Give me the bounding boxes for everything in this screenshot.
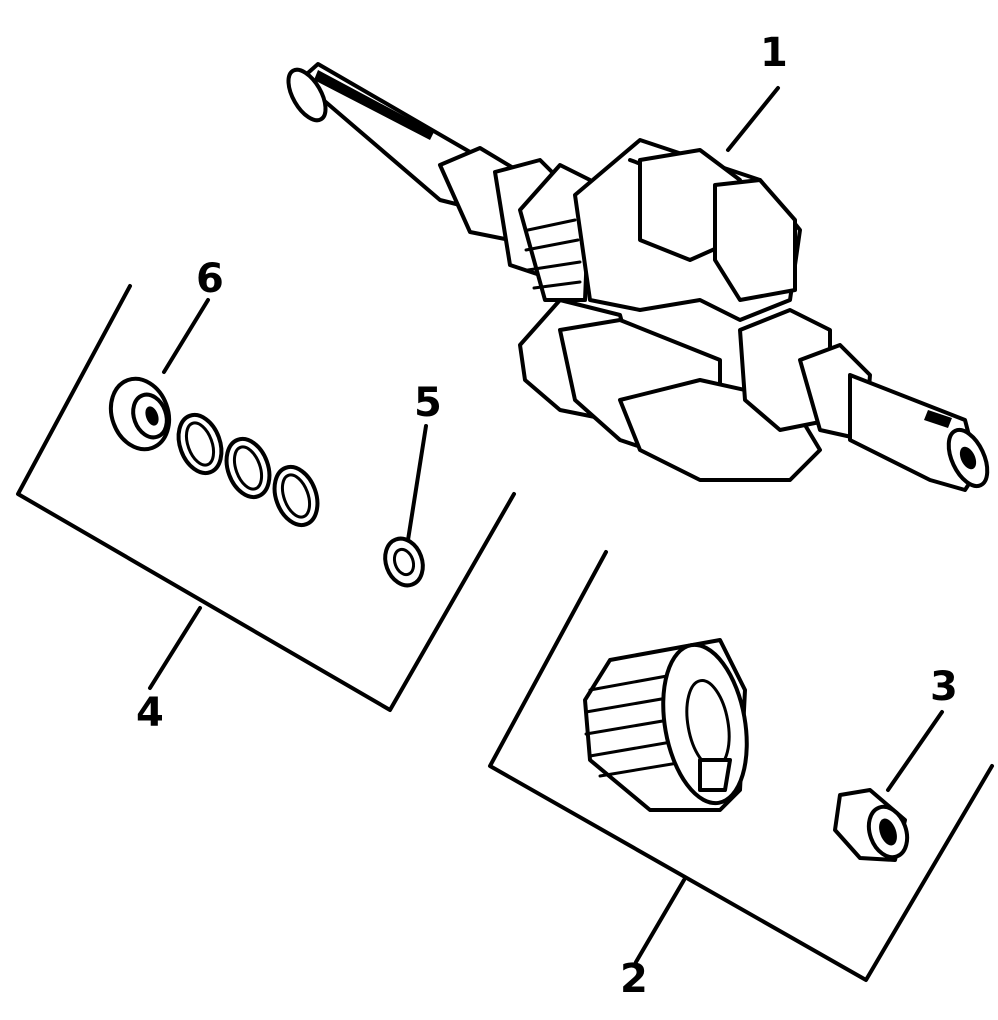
leader-5 (406, 424, 428, 542)
callout-6: 6 (196, 256, 224, 302)
kit-2-bracket (488, 550, 994, 982)
leader-6 (162, 298, 210, 374)
keyway-slot (314, 70, 434, 140)
callout-1: 1 (760, 30, 788, 76)
retaining-ring-5 (383, 536, 425, 588)
callout-2: 2 (620, 956, 648, 1002)
bearing-3 (833, 788, 910, 862)
right-keyway (924, 410, 952, 428)
gear-assembly (583, 638, 749, 812)
callout-4: 4 (136, 690, 164, 736)
crankshaft-left-end (286, 67, 328, 123)
leader-1 (726, 86, 780, 152)
crankshaft (286, 62, 990, 492)
crankshaft-center-hole (959, 446, 977, 470)
gear-tab (698, 758, 732, 792)
gear-teeth (584, 668, 710, 778)
leader-3 (886, 710, 944, 792)
bearing-6 (108, 376, 172, 452)
shim-washers (176, 412, 320, 528)
callout-3: 3 (930, 664, 958, 710)
leader-lines (162, 86, 944, 792)
kit-4-bracket (16, 284, 516, 712)
crankshaft-right-shaft (848, 373, 980, 492)
callout-5: 5 (414, 380, 442, 426)
crank-pin-face (713, 178, 797, 302)
